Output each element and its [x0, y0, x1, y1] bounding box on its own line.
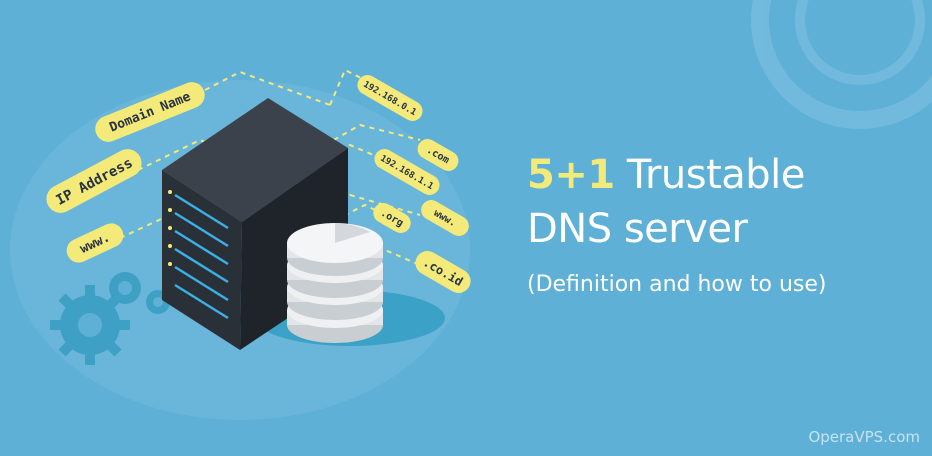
headline-line1-rest: Trustable: [614, 152, 806, 198]
headline-subtitle: (Definition and how to use): [527, 272, 827, 297]
tag-com: .com: [417, 139, 459, 171]
tag-www-right: www.: [421, 200, 469, 236]
headline-line1: 5+1 Trustable: [527, 148, 826, 202]
tag-org: .org: [373, 203, 411, 233]
database-icon: [287, 223, 383, 343]
headline-line2: DNS server: [527, 206, 748, 252]
headline-accent: 5+1: [527, 152, 615, 198]
swirl-decoration: [751, 0, 932, 129]
gear-icon: [50, 285, 130, 365]
headline: 5+1 Trustable DNS server (Definition and…: [527, 148, 826, 297]
brand-watermark: OperaVPS.com: [808, 428, 920, 446]
